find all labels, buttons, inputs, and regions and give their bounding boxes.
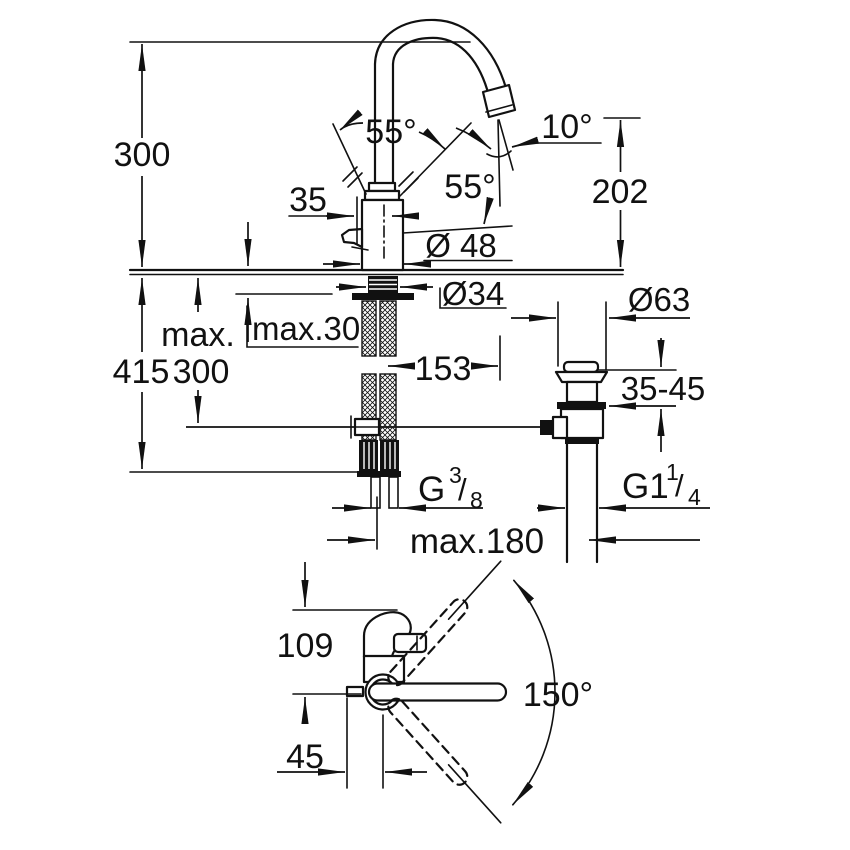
dim-g114-label: G11/4	[622, 459, 701, 510]
spout-outlet	[481, 83, 517, 119]
collar-lower	[363, 189, 401, 202]
spout-outlet-inner-line	[485, 104, 513, 113]
spout-outer-curve	[373, 18, 508, 90]
lever-axis-line-up	[447, 560, 502, 620]
angle-55-top-label: 55°	[365, 113, 416, 151]
top-view-tab	[345, 685, 365, 698]
dim-max300-word: max.	[161, 316, 235, 354]
riser-pipe	[373, 62, 395, 185]
lever-position-up-group	[387, 560, 502, 687]
dim-45-label: 45	[286, 738, 324, 776]
top-view-faucet	[345, 560, 556, 824]
dim-max30-label: max.30	[252, 310, 360, 347]
drain-flange-ring	[557, 402, 606, 409]
fitting-base-left	[357, 471, 380, 477]
drain-collar	[565, 438, 599, 444]
dim-415-label: 415	[113, 353, 170, 391]
outlet-tilt-ref	[498, 119, 514, 171]
braided-hose-left-upper	[361, 300, 377, 357]
angle-10-arc	[486, 150, 512, 158]
rod-linkage-nut	[540, 420, 553, 435]
dim-300-label: 300	[114, 136, 171, 174]
collar-upper	[367, 181, 397, 193]
angle-55-top-arrow-left	[339, 109, 364, 131]
dim-max30-leader-box	[246, 305, 359, 348]
fitting-base-right	[378, 471, 401, 477]
dim-dia63-extensions	[557, 301, 607, 371]
lever-position-down-group	[387, 697, 502, 824]
rod-linkage-body	[551, 415, 569, 440]
angle-55-right-arrow	[483, 196, 494, 225]
braided-hose-right-upper	[379, 300, 397, 357]
angle-55-top-arrow-right	[418, 128, 446, 150]
dim-max300-value: 300	[173, 353, 230, 391]
dim-dia63-label: Ø63	[628, 281, 690, 318]
dim-45-extensions	[346, 697, 384, 789]
braided-hose-right-lower	[379, 373, 397, 441]
angle-55-right-label: 55°	[444, 168, 495, 206]
angle-10-arrow-left	[455, 127, 492, 150]
hatch-marks-left	[342, 166, 363, 188]
dimension-annotations: 300 415 max. 300 max.30 Ø34 Ø 48 35	[113, 41, 710, 789]
dim-35-label: 35	[289, 181, 327, 219]
dim-dia34-leader-box	[439, 287, 507, 309]
spout-inner-curve	[391, 36, 491, 98]
dim-dia34-label: Ø34	[442, 275, 504, 312]
supply-nipple-right	[388, 476, 399, 509]
fitting-ridges	[363, 442, 396, 469]
drain-assembly	[540, 360, 609, 564]
handle-flank-line-left	[332, 123, 367, 195]
swivel-arc-150	[511, 579, 556, 806]
outlet-vertical-ref	[497, 119, 501, 207]
dim-153-label: 153	[415, 350, 472, 388]
drain-flare	[554, 370, 609, 384]
top-view-aerator	[392, 632, 428, 654]
hatch-marks-right	[398, 171, 419, 193]
shank-threads	[369, 279, 397, 290]
mounting-flange	[352, 293, 414, 300]
lever-handle-base-line	[351, 246, 369, 251]
drain-upper-body	[565, 380, 599, 404]
angle-150-label: 150°	[523, 676, 593, 714]
pop-up-plug-cap	[562, 360, 600, 374]
angle-55-right-leader	[402, 225, 513, 234]
side-view-faucet	[128, 18, 625, 509]
dim-109-label: 109	[277, 627, 334, 665]
faucet-body	[360, 198, 405, 272]
angle-10-label: 10°	[541, 108, 592, 146]
lever-axis-line-down	[447, 764, 502, 824]
supply-nipple-left	[370, 476, 381, 509]
dim-3545-label: 35-45	[621, 370, 705, 407]
angle-10-arrow-right	[511, 136, 540, 148]
dim-max180-label: max.180	[410, 522, 544, 561]
lever-position-center	[367, 682, 508, 702]
dim-202-label: 202	[592, 173, 649, 211]
dim-dia48-label: Ø 48	[425, 227, 497, 264]
